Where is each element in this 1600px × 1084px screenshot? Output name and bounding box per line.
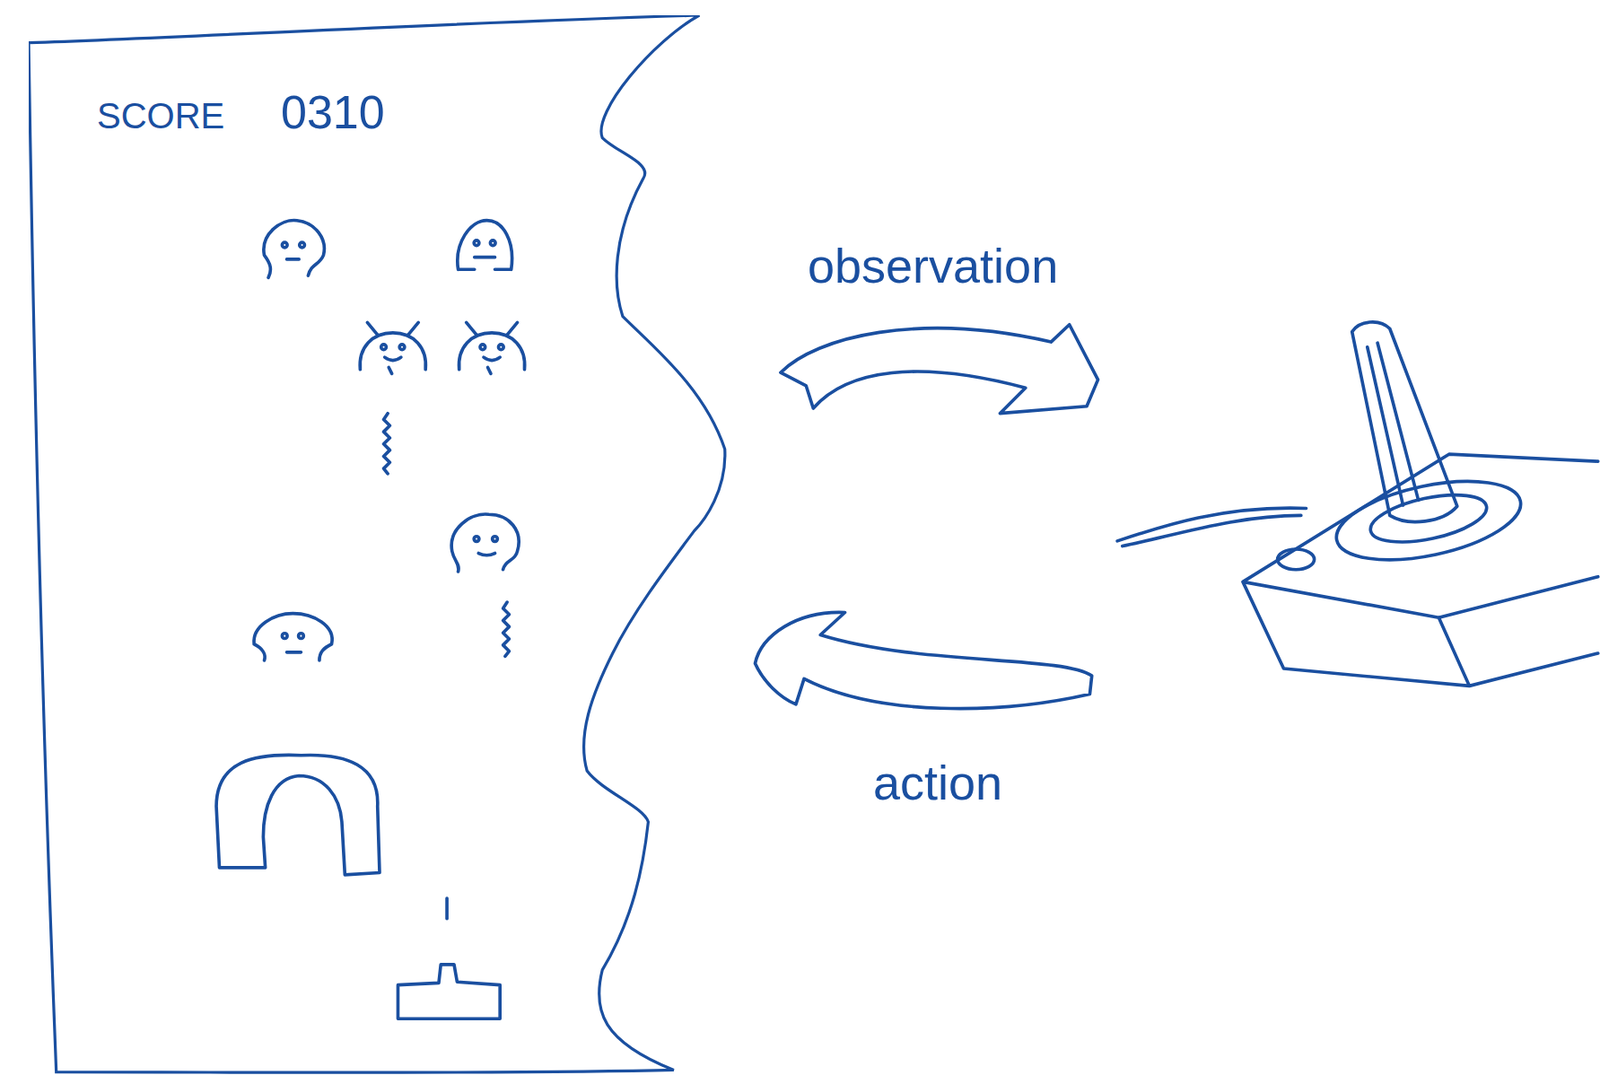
- label-holder: action: [873, 754, 1003, 811]
- player-cannon: [397, 964, 500, 1019]
- label-holder: observation: [807, 237, 1058, 294]
- invaders: [253, 220, 525, 661]
- game-screen: SCORE 0310: [28, 15, 727, 1075]
- score-value: 0310: [280, 85, 385, 140]
- screen-border: [28, 15, 726, 1073]
- observation-arrow: [780, 324, 1099, 414]
- shield: [216, 754, 380, 875]
- screen-outline: [28, 15, 727, 1075]
- action-arrow: [754, 612, 1092, 709]
- action-label: action: [873, 754, 1003, 811]
- observation-label: observation: [807, 237, 1058, 294]
- joystick: [1117, 322, 1599, 686]
- bombs: [384, 413, 510, 919]
- score-row: SCORE 0310: [28, 15, 727, 140]
- score-label: SCORE: [96, 96, 225, 137]
